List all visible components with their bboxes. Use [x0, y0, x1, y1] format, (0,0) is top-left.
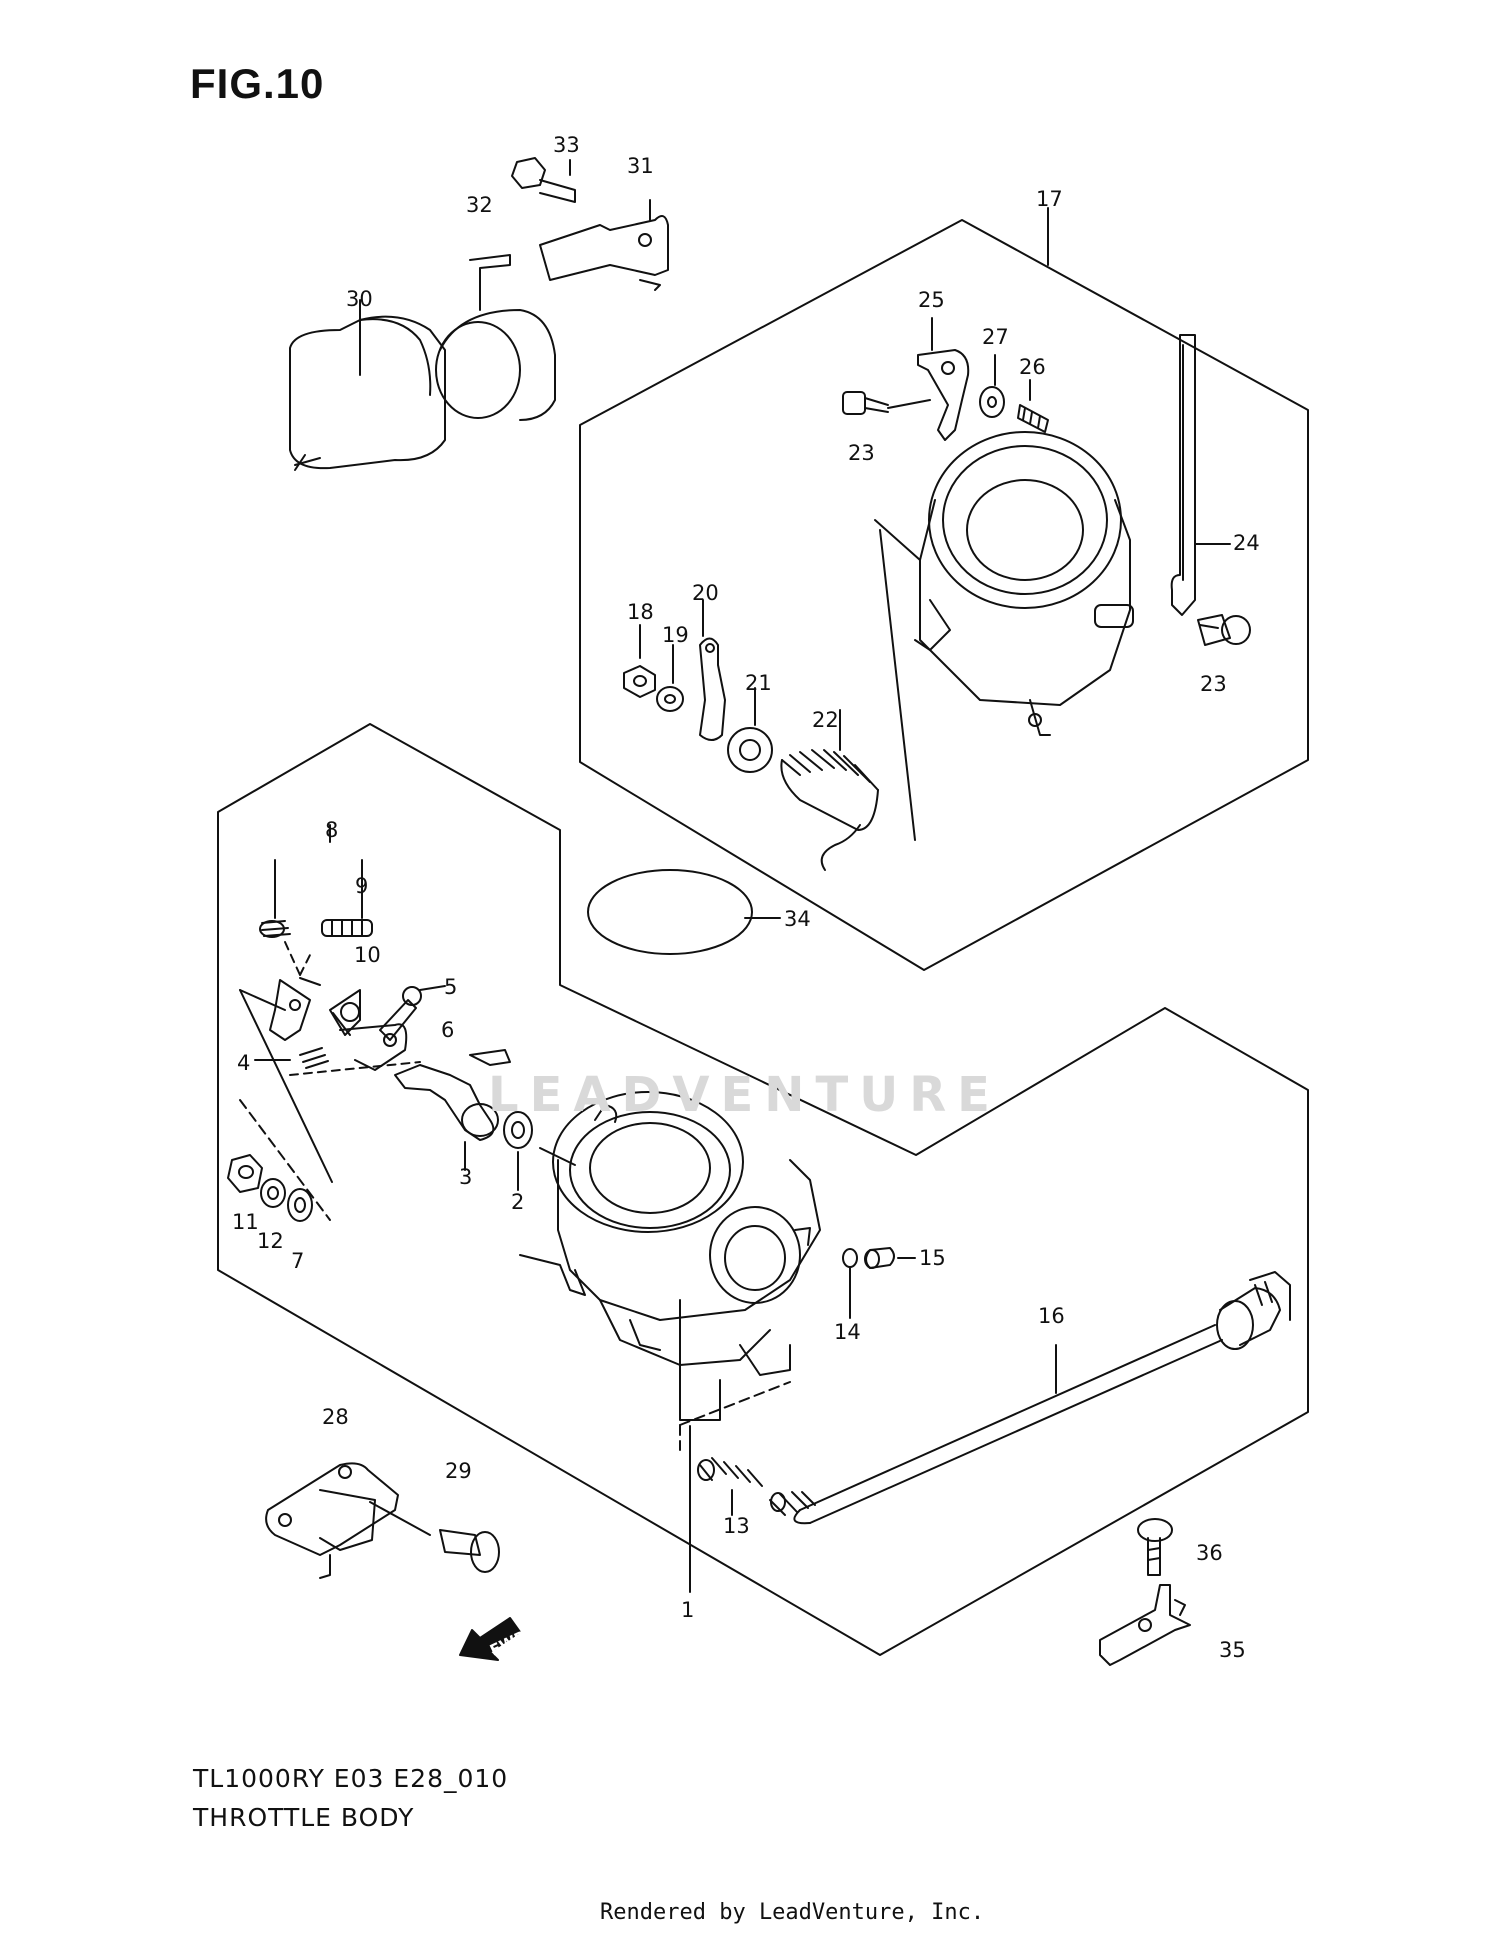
- part-13-spring: [697, 1457, 816, 1516]
- part-30-connector: [289, 299, 446, 471]
- part-8-spring: [259, 859, 291, 938]
- callout-19: 19: [662, 623, 689, 647]
- callout-7: 7: [291, 1249, 305, 1273]
- part-34-o-ring: [587, 869, 753, 955]
- part-23-bolt-upper: [842, 391, 931, 415]
- callout-21: 21: [745, 671, 772, 695]
- part-15-plug: [864, 1247, 895, 1269]
- callout-32: 32: [466, 193, 493, 217]
- part-14-o-ring: [842, 1248, 858, 1268]
- assembly-17-outline: [579, 219, 1309, 971]
- part-29-screw: [439, 1529, 500, 1573]
- part-23-bolt-lower: [1197, 614, 1251, 646]
- part-2-washer: [503, 1111, 533, 1149]
- part-20-lever: [699, 637, 726, 741]
- callout-5: 5: [444, 975, 458, 999]
- callout-8: 8: [325, 818, 339, 842]
- part-27-washer: [979, 386, 1005, 418]
- part-24-bracket: [1170, 334, 1196, 616]
- assembly-1-outline: [217, 723, 1309, 1656]
- callout-31: 31: [627, 154, 654, 178]
- callout-28: 28: [322, 1405, 349, 1429]
- callout-9: 9: [355, 874, 369, 898]
- model-code: TL1000RY E03 E28_010: [193, 1764, 509, 1793]
- part-7-washer: [287, 1188, 313, 1222]
- part-11-nut: [227, 1154, 263, 1193]
- callout-30: 30: [346, 287, 373, 311]
- part-4-spring: [299, 1047, 329, 1069]
- part-21-bushing: [727, 727, 773, 773]
- part-17-throttle-body: [914, 431, 1134, 736]
- render-credit: Rendered by LeadVenture, Inc.: [600, 1900, 985, 1925]
- callout-33: 33: [553, 133, 580, 157]
- part-36-screw: [1137, 1518, 1173, 1576]
- callout-2: 2: [511, 1190, 525, 1214]
- part-28-sensor: [265, 1462, 399, 1579]
- callout-10: 10: [354, 943, 381, 967]
- part-32-clamp: [435, 254, 556, 421]
- part-3-lever: [394, 1049, 511, 1141]
- part-26-screw: [1017, 404, 1049, 433]
- callout-23-lower: 23: [1200, 672, 1227, 696]
- callout-20: 20: [692, 581, 719, 605]
- callout-35: 35: [1219, 1638, 1246, 1662]
- callout-22: 22: [812, 708, 839, 732]
- callout-15: 15: [919, 1246, 946, 1270]
- part-1-throttle-body: [519, 1091, 821, 1421]
- part-12-washer: [260, 1178, 286, 1208]
- callout-18: 18: [627, 600, 654, 624]
- callout-29: 29: [445, 1459, 472, 1483]
- callout-3: 3: [459, 1165, 473, 1189]
- figure-title: FIG.10: [190, 60, 325, 107]
- callout-34: 34: [784, 907, 811, 931]
- callout-11: 11: [232, 1210, 259, 1234]
- callout-4: 4: [237, 1051, 251, 1075]
- part-5-screw: [379, 985, 446, 1041]
- part-9-screw: [321, 919, 373, 937]
- part-25-bracket: [917, 349, 970, 441]
- callout-12: 12: [257, 1229, 284, 1253]
- part-6-bracket: [339, 1023, 408, 1071]
- part-35-bracket: [1099, 1584, 1191, 1666]
- part-33-bolt: [511, 157, 576, 203]
- callout-13: 13: [723, 1514, 750, 1538]
- callout-17: 17: [1036, 187, 1063, 211]
- callout-26: 26: [1019, 355, 1046, 379]
- callout-27: 27: [982, 325, 1009, 349]
- assembly-name: THROTTLE BODY: [193, 1803, 415, 1832]
- callout-1: 1: [681, 1598, 695, 1622]
- part-19-washer: [656, 686, 684, 712]
- fwd-arrow-icon: [459, 1617, 521, 1661]
- callout-14: 14: [834, 1320, 861, 1344]
- part-31-bracket: [539, 199, 669, 291]
- part-22-spring: [780, 749, 879, 871]
- watermark-text: LEADVENTURE: [488, 1067, 1001, 1123]
- callout-16: 16: [1038, 1304, 1065, 1328]
- callout-36: 36: [1196, 1541, 1223, 1565]
- callout-23-upper: 23: [848, 441, 875, 465]
- part-10-lever: [269, 979, 361, 1041]
- callout-6: 6: [441, 1018, 455, 1042]
- callout-25: 25: [918, 288, 945, 312]
- callout-24: 24: [1233, 531, 1260, 555]
- part-18-nut: [623, 665, 656, 698]
